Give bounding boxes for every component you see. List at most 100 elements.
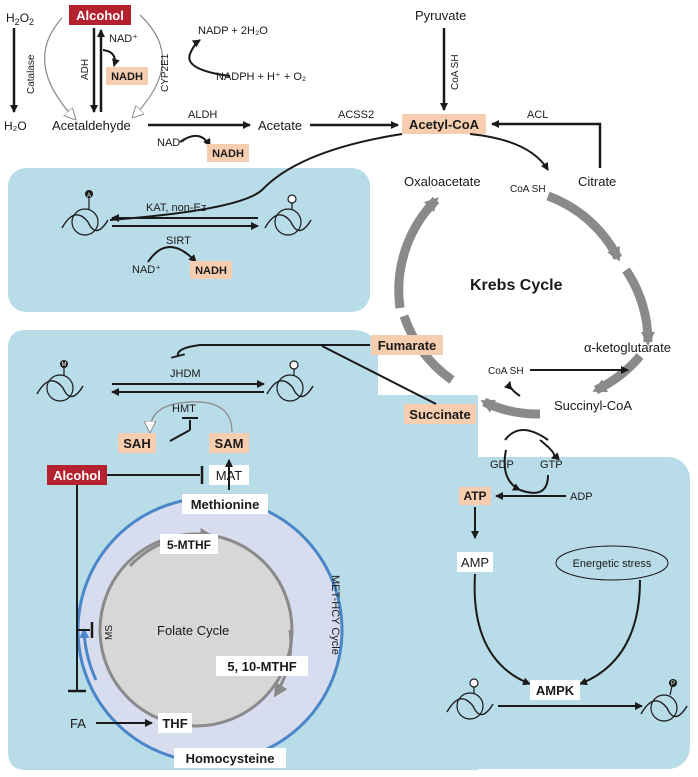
- alcohol-label-methyl: Alcohol: [53, 468, 101, 483]
- nucleosome-right-methyl: [266, 360, 314, 402]
- nucleosome-left-acetyl: [61, 190, 109, 236]
- succinyl-coa-label: Succinyl-CoA: [554, 398, 632, 413]
- atp-box: [459, 487, 491, 505]
- sah-box: [118, 433, 156, 453]
- energetic-stress-ellipse: [555, 545, 669, 581]
- fa-label: FA: [70, 716, 86, 731]
- sirt-label: SIRT: [166, 235, 191, 247]
- cyp2e1-label: CYP2E1: [160, 53, 171, 92]
- sah-inhibit-line: [169, 429, 191, 442]
- homocysteine-box: [174, 748, 286, 768]
- gdp-label: GDP: [490, 459, 514, 471]
- fumarate-inhibit-line: [170, 344, 370, 359]
- adh-label: ADH: [80, 59, 91, 80]
- folate-cycle-label: Folate Cycle: [157, 623, 229, 638]
- nadph-to-nadp-curve: [188, 39, 231, 77]
- sah-label: SAH: [123, 436, 150, 451]
- gtp-label: GTP: [540, 459, 563, 471]
- five-mthf-label: 5-MTHF: [167, 538, 211, 552]
- nadh-label-top: NADH: [111, 71, 143, 83]
- jhdm-label: JHDM: [170, 368, 201, 380]
- homocysteine-label: Homocysteine: [186, 751, 275, 766]
- to-gtp-curve: [539, 439, 560, 461]
- five-ten-mthf-label: 5, 10-MTHF: [227, 659, 296, 674]
- nadp-label: NADP + 2H₂O: [198, 25, 268, 37]
- alcohol-label-top: Alcohol: [76, 8, 124, 23]
- nadh-label-2: NADH: [212, 148, 244, 160]
- hmt-label: HMT: [172, 403, 196, 415]
- succinate-box: [404, 404, 476, 424]
- catalase-label: Catalase: [26, 54, 37, 94]
- acss2-label: ACSS2: [338, 109, 374, 121]
- krebs-title: Krebs Cycle: [470, 277, 563, 294]
- fumarate-box: [371, 335, 443, 355]
- nucleosome-right-phospho: [640, 679, 688, 722]
- five-mthf-box: [160, 534, 218, 554]
- acetaldehyde-label: Acetaldehyde: [52, 118, 131, 133]
- krebs-cycle-ring: [394, 191, 656, 419]
- acetyl-coa-into-cycle: [469, 133, 549, 171]
- catalase-arrow: [44, 17, 74, 118]
- h2o-label: H₂O: [4, 119, 27, 133]
- nadh-box-top: [106, 67, 148, 85]
- succinate-inhibit-line: [321, 345, 437, 405]
- ampk-label: AMPK: [536, 683, 575, 698]
- nadph-label: NADPH + H⁺ + O₂: [216, 71, 306, 83]
- methyl-mark-m: M: [62, 362, 67, 368]
- succinyl-coa-sh-curve: [503, 381, 521, 397]
- energetic-stress-label: Energetic stress: [573, 558, 652, 570]
- methionine-label: Methionine: [191, 497, 260, 512]
- nad-to-nadh-curve: [102, 49, 120, 67]
- acetyl-coa-box: [402, 114, 486, 134]
- met-hcy-arrow-left: [79, 628, 98, 681]
- histone-nadh-label: NADH: [195, 265, 227, 277]
- stress-to-ampk-arrow: [579, 579, 641, 686]
- acetate-label: Acetate: [258, 118, 302, 133]
- energy-panel: [398, 457, 690, 769]
- citrate-label: Citrate: [578, 174, 616, 189]
- nucleosome-left-methyl: [36, 360, 84, 402]
- adp-label: ADP: [570, 491, 593, 503]
- nucleosome-right-acetyl: [264, 194, 312, 236]
- aldh-label: ALDH: [188, 109, 217, 121]
- histone-nadh-box: [190, 261, 232, 279]
- nadh-box-2: [207, 144, 249, 162]
- ms-label: MS: [104, 625, 115, 640]
- sam-box: [209, 433, 249, 453]
- nad-to-nadh-curve-2: [179, 135, 211, 147]
- gdp-gtp-top-arc: [504, 429, 549, 441]
- oxaloacetate-label: Oxaloacetate: [404, 174, 481, 189]
- methionine-box: [182, 494, 268, 514]
- gtp-down-curve: [519, 474, 549, 494]
- nucleosome-left-phospho: [446, 678, 494, 720]
- akg-label: α-ketoglutarate: [584, 340, 671, 355]
- pyruvate-label: Pyruvate: [415, 8, 466, 23]
- krebs-coa-sh-1: CoA SH: [510, 184, 546, 195]
- acetyl-mark-a: A: [87, 193, 91, 199]
- five-ten-mthf-box: [216, 656, 308, 676]
- histone-acetylation-panel: [8, 168, 370, 312]
- succinate-label: Succinate: [409, 407, 470, 422]
- cyp2e1-arrow: [134, 14, 164, 116]
- phospho-mark-p: P: [671, 681, 675, 687]
- krebs-coa-sh-2: CoA SH: [488, 366, 524, 377]
- met-hcy-label: MET-HCY Cycle: [329, 575, 341, 655]
- succinyl-to-gdp-curve: [503, 449, 521, 491]
- sam-label: SAM: [215, 436, 244, 451]
- alcohol-box-methyl: [47, 465, 107, 485]
- amp-label: AMP: [461, 555, 489, 570]
- atp-label: ATP: [463, 489, 486, 503]
- acl-arrow: [491, 120, 602, 168]
- alcohol-box-top: [69, 5, 131, 25]
- nad-plus-label-top: NAD⁺: [109, 33, 138, 45]
- fumarate-label: Fumarate: [378, 338, 437, 353]
- nad-plus-label-2: NAD⁺: [157, 137, 186, 149]
- amp-box: [457, 552, 493, 572]
- amp-to-ampk-arrow: [473, 573, 531, 686]
- ampk-box: [530, 680, 580, 700]
- acl-label: ACL: [527, 109, 548, 121]
- h2o2-label: H2O2: [6, 11, 34, 27]
- histone-nad-plus: NAD⁺: [132, 264, 161, 276]
- coa-sh-top-label: CoA SH: [450, 54, 461, 90]
